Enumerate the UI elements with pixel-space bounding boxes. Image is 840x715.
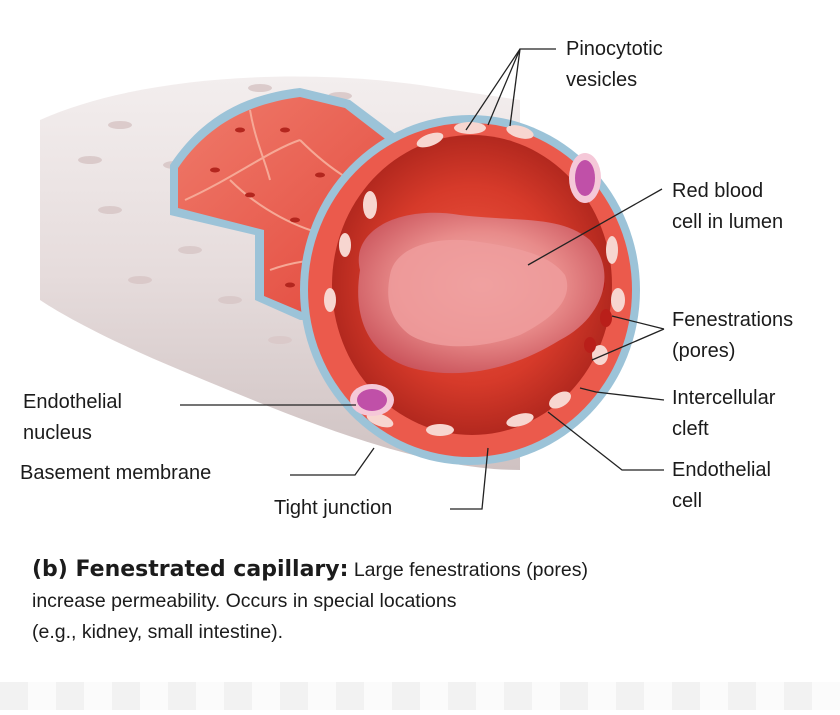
label-nucleus-line1: Endothelial: [23, 391, 122, 413]
caption-line2: increase permeability. Occurs in special…: [32, 590, 457, 612]
label-red-blood-cell: Red blood cell in lumen: [672, 176, 783, 238]
label-fenestrations-line2: (pores): [672, 340, 736, 362]
label-rbc-line2: cell in lumen: [672, 211, 784, 233]
endothelial-nucleus-top-core: [575, 160, 595, 196]
label-pinocytotic-line1: Pinocytotic: [566, 38, 663, 60]
label-endothelial-cell-line1: Endothelial: [672, 459, 771, 481]
label-cleft-line2: cleft: [672, 418, 709, 440]
red-blood-cell-dimple: [388, 239, 568, 347]
caption-title: (b) Fenestrated capillary:: [32, 557, 349, 582]
label-rbc-line1: Red blood: [672, 180, 764, 202]
figure-caption: (b) Fenestrated capillary: Large fenestr…: [32, 554, 752, 648]
caption-line1: (b) Fenestrated capillary: Large fenestr…: [32, 554, 752, 586]
label-fenestrations-line1: Fenestrations: [672, 309, 794, 331]
label-endothelial-cell: Endothelial cell: [672, 455, 771, 517]
caption-line1-text: Large fenestrations (pores): [353, 559, 588, 581]
endothelial-nucleus-bottom-core: [357, 389, 387, 411]
leader-lines: [180, 48, 665, 510]
label-nucleus-line2: nucleus: [23, 422, 92, 444]
label-intercellular-cleft: Intercellular cleft: [672, 383, 775, 445]
label-tight-junction: Tight junction: [274, 497, 393, 519]
pinocytotic-vesicles-shapes: [324, 122, 625, 436]
bottom-stripe-band: [0, 682, 840, 710]
label-pinocytotic-vesicles: Pinocytotic vesicles: [566, 34, 663, 96]
label-basement-membrane: Basement membrane: [20, 462, 212, 484]
label-endothelial-nucleus: Endothelial nucleus: [23, 387, 122, 449]
label-pinocytotic-line2: vesicles: [566, 69, 638, 91]
caption-line3: (e.g., kidney, small intestine).: [32, 621, 284, 643]
tube-surface-dashes: [78, 84, 352, 344]
label-fenestrations: Fenestrations (pores): [672, 305, 793, 367]
label-cleft-line1: Intercellular: [672, 387, 776, 409]
label-endothelial-cell-line2: cell: [672, 490, 703, 512]
